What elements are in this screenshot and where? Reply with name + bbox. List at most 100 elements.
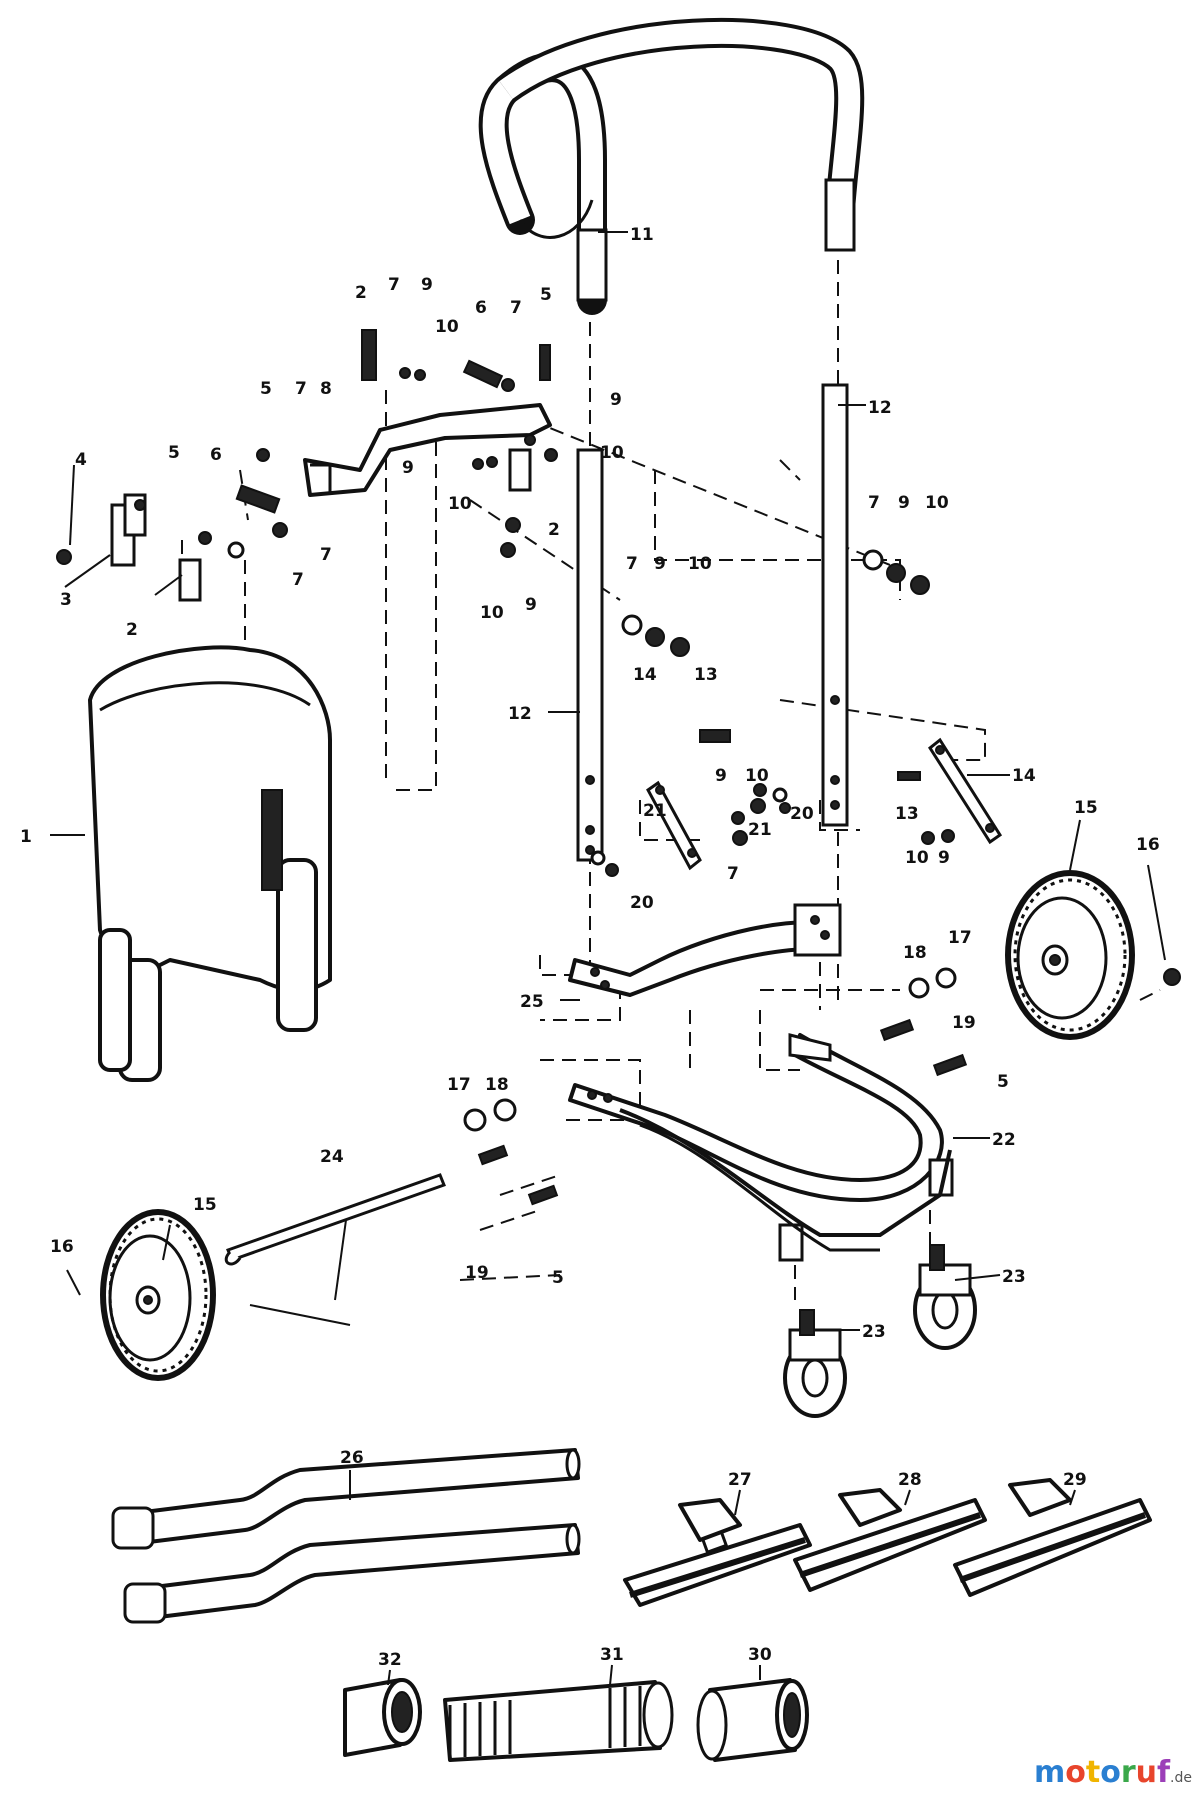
callout-20: 20 [790,804,814,824]
watermark-letter: r [1120,1755,1136,1790]
brace-part-14-right [928,737,1003,845]
callout-7: 7 [292,570,304,590]
wand-part-26 [111,1448,581,1624]
callout-7: 7 [510,298,522,318]
callout-17: 17 [447,1075,471,1095]
callout-5: 5 [168,443,180,463]
callout-27: 27 [728,1470,752,1490]
watermark-letter: f [1156,1755,1171,1790]
watermark-letter: o [1065,1755,1086,1790]
callout-31: 31 [600,1645,624,1665]
callout-13: 13 [895,804,919,824]
band-part-25 [568,903,842,997]
callout-9: 9 [938,848,950,868]
callout-5: 5 [540,285,552,305]
callout-23: 23 [862,1322,886,1342]
callout-6: 6 [210,445,222,465]
callout-26: 26 [340,1448,364,1468]
callout-5: 5 [552,1268,564,1288]
bracket-part-2-left [178,558,202,602]
callout-16: 16 [50,1237,74,1257]
callout-7: 7 [626,554,638,574]
callout-16: 16 [1136,835,1160,855]
leader-lines [50,231,1166,1686]
watermark-letter: t [1085,1755,1101,1790]
tube-part-12-right [821,383,849,827]
callout-9: 9 [654,554,666,574]
callout-10: 10 [905,848,929,868]
tank-cradle-part-1 [88,645,332,1082]
callout-14: 14 [1012,766,1036,786]
callout-21: 21 [748,820,772,840]
bracket-part-2-top [361,329,377,381]
callout-9: 9 [525,595,537,615]
coupling-part-32 [343,1678,422,1757]
callout-9: 9 [610,390,622,410]
bracket-part-3 [110,493,147,567]
caster-part-23-left [783,1309,847,1418]
callout-1: 1 [20,827,32,847]
watermark-letter: u [1135,1755,1157,1790]
callout-17: 17 [948,928,972,948]
floor-tool-part-28 [793,1488,987,1592]
callout-12: 12 [508,704,532,724]
callout-7: 7 [727,864,739,884]
callout-10: 10 [745,766,769,786]
callout-19: 19 [952,1013,976,1033]
callout-15: 15 [193,1195,217,1215]
callout-20: 20 [630,893,654,913]
callout-15: 15 [1074,798,1098,818]
callout-10: 10 [448,494,472,514]
floor-tool-part-29 [953,1478,1152,1597]
callout-9: 9 [421,275,433,295]
callout-22: 22 [992,1130,1016,1150]
axle-part-24 [224,1173,446,1266]
callout-8: 8 [320,379,332,399]
callout-9: 9 [898,493,910,513]
callout-9: 9 [402,458,414,478]
callout-7: 7 [295,379,307,399]
callout-5: 5 [260,379,272,399]
callout-5: 5 [997,1072,1009,1092]
bracket-part-2-mid [508,448,532,492]
wheel-part-15-right [1005,870,1135,1040]
callout-3: 3 [60,590,72,610]
floor-tool-part-27 [623,1498,812,1607]
callout-2: 2 [126,620,138,640]
callout-10: 10 [925,493,949,513]
callout-7: 7 [388,275,400,295]
callout-10: 10 [435,317,459,337]
callout-labels: 1 2 2 2 3 4 5 5 5 5 5 6 6 7 7 7 7 7 7 7 … [20,225,1160,1670]
hose-part-31 [443,1680,674,1762]
callout-14: 14 [633,665,657,685]
callout-19: 19 [465,1263,489,1283]
callout-7: 7 [320,545,332,565]
callout-30: 30 [748,1645,772,1665]
callout-4: 4 [75,450,87,470]
handle-part-11 [478,18,865,315]
watermark-letter: o [1100,1755,1121,1790]
callout-9: 9 [715,766,727,786]
callout-18: 18 [485,1075,509,1095]
callout-25: 25 [520,992,544,1012]
callout-18: 18 [903,943,927,963]
coupling-part-30 [696,1678,809,1762]
watermark-brand: motoruf [1034,1755,1170,1790]
callout-10: 10 [600,443,624,463]
callout-28: 28 [898,1470,922,1490]
watermark-letter: m [1033,1755,1066,1790]
callout-13: 13 [694,665,718,685]
callout-10: 10 [480,603,504,623]
callout-7: 7 [868,493,880,513]
fasteners [56,344,1181,1307]
callout-2: 2 [355,283,367,303]
bracket-part-8 [303,403,552,497]
callout-32: 32 [378,1650,402,1670]
callout-10: 10 [688,554,712,574]
callout-24: 24 [320,1147,344,1167]
caster-part-23-right [913,1244,977,1350]
wheel-part-15-left [100,1209,216,1381]
callout-21: 21 [643,801,667,821]
watermark-domain: .de [1170,1770,1192,1786]
